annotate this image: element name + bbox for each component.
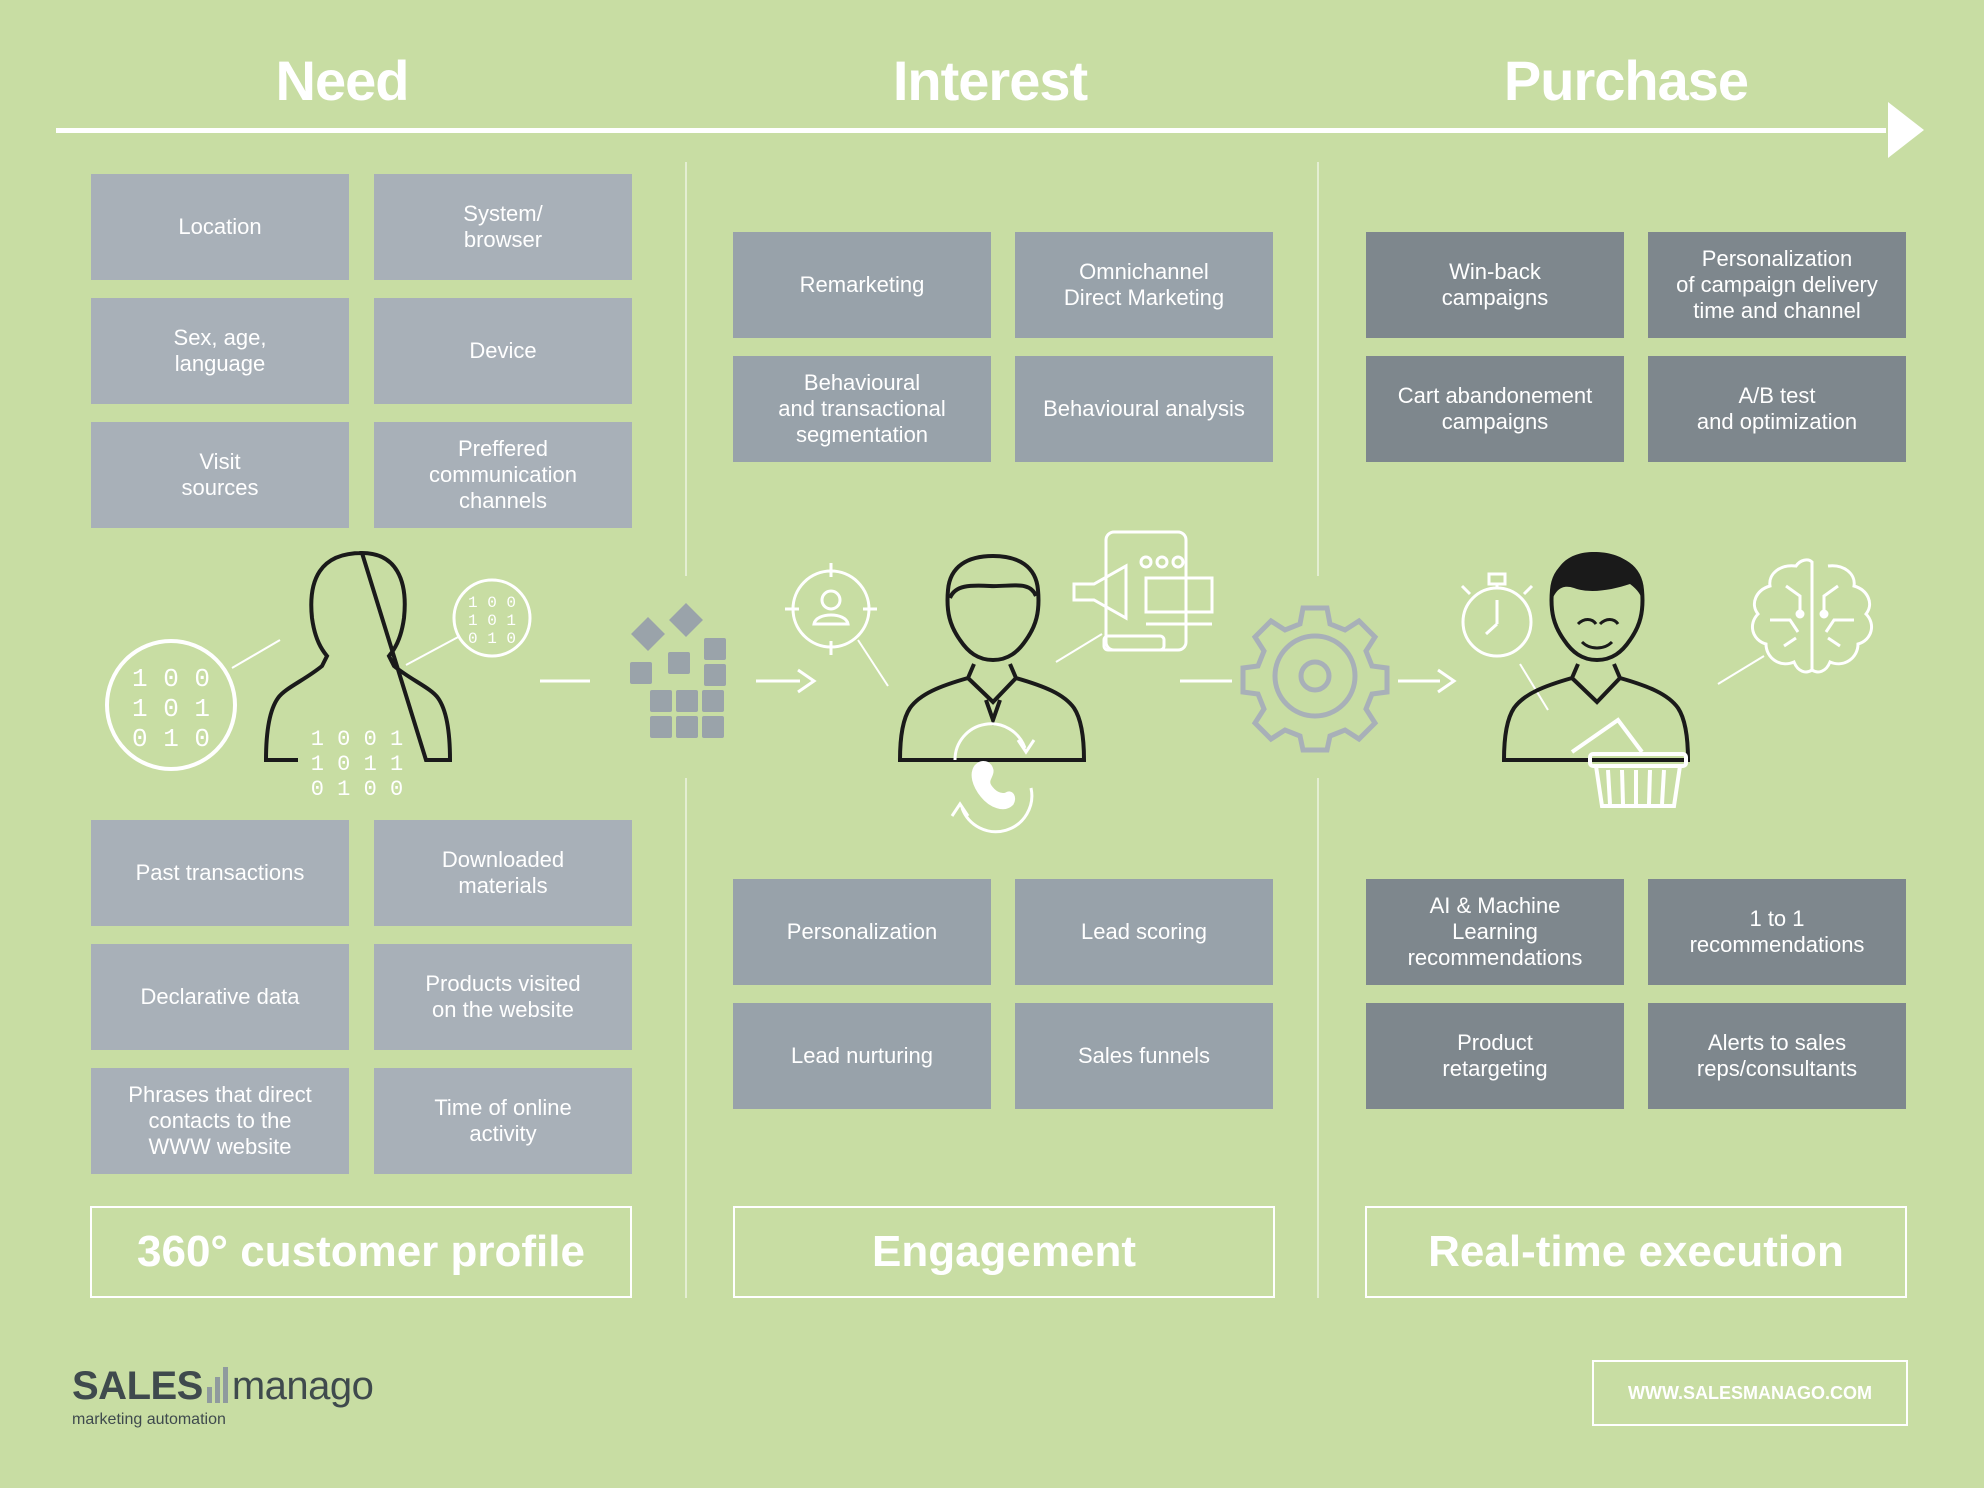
smiling-customer-icon <box>1501 552 1691 762</box>
tile-personalization-delivery: Personalization of campaign delivery tim… <box>1648 232 1906 338</box>
connector-line <box>405 635 461 666</box>
stage-title-interest: Interest <box>892 49 1088 112</box>
binary-row: 0 1 0 <box>468 630 516 648</box>
binary-row: 1 0 0 <box>132 664 210 694</box>
tile-omnichannel: Omnichannel Direct Marketing <box>1015 232 1273 338</box>
tile-system-browser: System/ browser <box>374 174 632 280</box>
stage-title-purchase: Purchase <box>1503 49 1749 112</box>
tile-device: Device <box>374 298 632 404</box>
tile-lead-scoring: Lead scoring <box>1015 879 1273 985</box>
timeline-arrow-line <box>56 128 1886 133</box>
tile-phrases: Phrases that direct contacts to the WWW … <box>91 1068 349 1174</box>
tile-alerts-sales: Alerts to sales reps/consultants <box>1648 1003 1906 1109</box>
shopping-basket-icon <box>1570 717 1688 808</box>
tile-cart-abandonment: Cart abandonement campaigns <box>1366 356 1624 462</box>
tile-downloaded-materials: Downloaded materials <box>374 820 632 926</box>
timeline-arrow-head <box>1888 102 1924 158</box>
person-outline-icon: 1 0 0 1 1 0 1 1 0 1 0 0 <box>263 550 453 802</box>
data-blocks-icon <box>630 603 726 738</box>
connector-line <box>1055 633 1103 663</box>
tile-location: Location <box>91 174 349 280</box>
summary-engagement: Engagement <box>733 1206 1275 1298</box>
tile-sales-funnels: Sales funnels <box>1015 1003 1273 1109</box>
connector-line <box>231 639 281 669</box>
tile-1to1-recommendations: 1 to 1 recommendations <box>1648 879 1906 985</box>
divider-1-bottom <box>685 778 687 1298</box>
tile-products-visited: Products visited on the website <box>374 944 632 1050</box>
tile-time-online: Time of online activity <box>374 1068 632 1174</box>
divider-2-top <box>1317 162 1319 576</box>
arrow-head <box>797 668 817 694</box>
binary-row: 0 1 0 0 <box>311 777 403 802</box>
tile-ai-recommendations: AI & Machine Learning recommendations <box>1366 879 1624 985</box>
businessman-icon <box>897 553 1087 762</box>
binary-row: 1 0 0 <box>468 594 516 612</box>
phone-cycle-icon <box>950 722 1036 834</box>
summary-real-time-execution: Real-time execution <box>1365 1206 1907 1298</box>
binary-row: 1 0 1 <box>468 612 516 630</box>
tile-remarketing: Remarketing <box>733 232 991 338</box>
small-binary-circle-icon: 1 0 0 1 0 1 0 1 0 <box>452 578 532 658</box>
tile-declarative-data: Declarative data <box>91 944 349 1050</box>
divider-1-top <box>685 162 687 576</box>
tile-communication-channels: Preffered communication channels <box>374 422 632 528</box>
logo-sales-text: SALES <box>72 1364 203 1408</box>
tile-past-transactions: Past transactions <box>91 820 349 926</box>
binary-circle-icon: 1 0 0 1 0 1 0 1 0 <box>105 639 237 771</box>
tile-personalization: Personalization <box>733 879 991 985</box>
megaphone-mobile-icon <box>1072 530 1214 652</box>
salesmanago-logo: SALES manago marketing automation <box>72 1364 374 1429</box>
binary-row: 1 0 1 1 <box>311 752 403 777</box>
logo-tagline: marketing automation <box>72 1411 226 1428</box>
binary-row: 1 0 1 <box>132 694 210 724</box>
gear-icon <box>1240 605 1390 753</box>
tile-lead-nurturing: Lead nurturing <box>733 1003 991 1109</box>
arrow-head <box>1437 668 1457 694</box>
tile-segmentation: Behavioural and transactional segmentati… <box>733 356 991 462</box>
tile-product-retargeting: Product retargeting <box>1366 1003 1624 1109</box>
brain-icon <box>1750 558 1874 674</box>
divider-2-bottom <box>1317 778 1319 1298</box>
binary-row: 0 1 0 <box>132 724 210 754</box>
connector-line <box>857 639 889 687</box>
binary-row: 1 0 0 1 <box>311 727 403 752</box>
website-url-link[interactable]: WWW.SALESMANAGO.COM <box>1592 1360 1908 1426</box>
logo-manago-text: manago <box>231 1364 374 1408</box>
tile-sex-age-language: Sex, age, language <box>91 298 349 404</box>
stopwatch-icon <box>1460 572 1534 658</box>
stage-title-need: Need <box>275 49 410 112</box>
tile-visit-sources: Visit sources <box>91 422 349 528</box>
logo-bars-icon <box>206 1367 228 1403</box>
connector-line <box>1519 663 1549 711</box>
target-person-icon <box>785 563 877 655</box>
summary-customer-profile: 360° customer profile <box>90 1206 632 1298</box>
tile-ab-test: A/B test and optimization <box>1648 356 1906 462</box>
tile-behavioural-analysis: Behavioural analysis <box>1015 356 1273 462</box>
tile-win-back: Win-back campaigns <box>1366 232 1624 338</box>
connector-line <box>1717 655 1765 685</box>
